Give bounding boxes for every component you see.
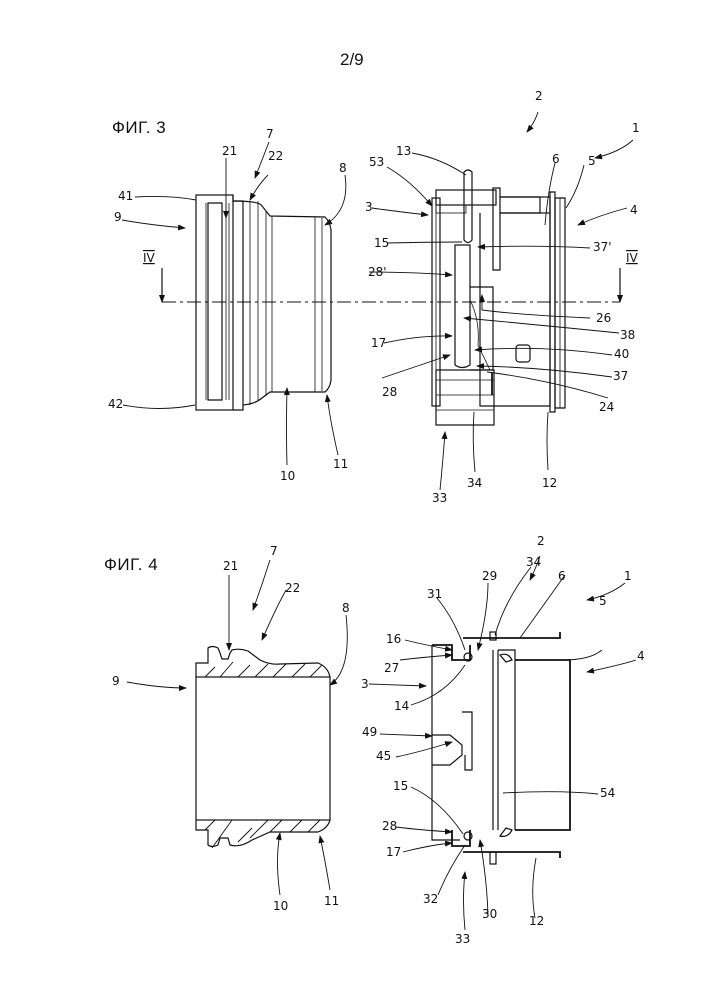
label-10: 10 xyxy=(280,469,295,483)
fig4-pipe-fitting-section xyxy=(195,645,331,849)
label-6: 6 xyxy=(558,569,566,583)
label-8: 8 xyxy=(339,161,347,175)
label-21: 21 xyxy=(223,559,238,573)
label-3: 3 xyxy=(361,677,369,691)
label-40: 40 xyxy=(614,347,629,361)
label-32: 32 xyxy=(423,892,438,906)
label-24: 24 xyxy=(599,400,614,414)
label-4: 4 xyxy=(637,649,645,663)
label-5: 5 xyxy=(588,154,596,168)
fig3-coupling-device xyxy=(431,169,566,426)
label-37-prime: 37' xyxy=(593,240,612,254)
label-33: 33 xyxy=(455,932,470,946)
section-marker-right: IV xyxy=(626,251,639,265)
figure-4-title: ФИГ. 4 xyxy=(104,555,159,574)
label-34: 34 xyxy=(467,476,482,490)
label-2: 2 xyxy=(537,534,545,548)
figure-3-title: ФИГ. 3 xyxy=(112,118,167,137)
label-38: 38 xyxy=(620,328,635,342)
label-22: 22 xyxy=(268,149,283,163)
label-26: 26 xyxy=(596,311,611,325)
label-10: 10 xyxy=(273,899,288,913)
label-8: 8 xyxy=(342,601,350,615)
label-9: 9 xyxy=(114,210,122,224)
label-22: 22 xyxy=(285,581,300,595)
label-17: 17 xyxy=(386,845,401,859)
label-17: 17 xyxy=(371,336,386,350)
label-13: 13 xyxy=(396,144,411,158)
label-45: 45 xyxy=(376,749,391,763)
label-29: 29 xyxy=(482,569,497,583)
label-14: 14 xyxy=(394,699,409,713)
label-3: 3 xyxy=(365,200,373,214)
label-28: 28 xyxy=(382,385,397,399)
label-15: 15 xyxy=(393,779,408,793)
fig3-pipe-fitting xyxy=(195,194,332,411)
label-5: 5 xyxy=(599,594,607,608)
label-27: 27 xyxy=(384,661,399,675)
label-12: 12 xyxy=(529,914,544,928)
label-2: 2 xyxy=(535,89,543,103)
label-41: 41 xyxy=(118,189,133,203)
label-9: 9 xyxy=(112,674,120,688)
label-49: 49 xyxy=(362,725,377,739)
label-31: 31 xyxy=(427,587,442,601)
label-21: 21 xyxy=(222,144,237,158)
label-7: 7 xyxy=(270,544,278,558)
label-16: 16 xyxy=(386,632,401,646)
label-1: 1 xyxy=(624,569,632,583)
label-4: 4 xyxy=(630,203,638,217)
label-28-prime: 28' xyxy=(368,265,387,279)
label-28: 28 xyxy=(382,819,397,833)
section-marker-left: IV xyxy=(143,251,156,265)
label-54: 54 xyxy=(600,786,615,800)
label-7: 7 xyxy=(266,127,274,141)
label-53: 53 xyxy=(369,155,384,169)
label-6: 6 xyxy=(552,152,560,166)
fig3-leaders xyxy=(121,111,634,491)
label-15: 15 xyxy=(374,236,389,250)
page-number: 2/9 xyxy=(340,50,364,69)
label-34: 34 xyxy=(526,555,541,569)
fig4-leaders xyxy=(126,555,637,931)
label-33: 33 xyxy=(432,491,447,505)
label-11: 11 xyxy=(333,457,348,471)
fig3-section-line: IV IV xyxy=(143,251,639,303)
label-37: 37 xyxy=(613,369,628,383)
fig3-labels: 7 21 22 8 41 9 42 10 11 2 1 13 53 3 6 5 … xyxy=(108,89,640,505)
label-12: 12 xyxy=(542,476,557,490)
fig4-coupling-device-section xyxy=(431,631,571,865)
label-1: 1 xyxy=(632,121,640,135)
label-30: 30 xyxy=(482,907,497,921)
label-42: 42 xyxy=(108,397,123,411)
label-11: 11 xyxy=(324,894,339,908)
fig4-labels: 7 21 22 8 9 10 11 2 1 34 29 6 31 5 16 4 … xyxy=(112,534,645,946)
